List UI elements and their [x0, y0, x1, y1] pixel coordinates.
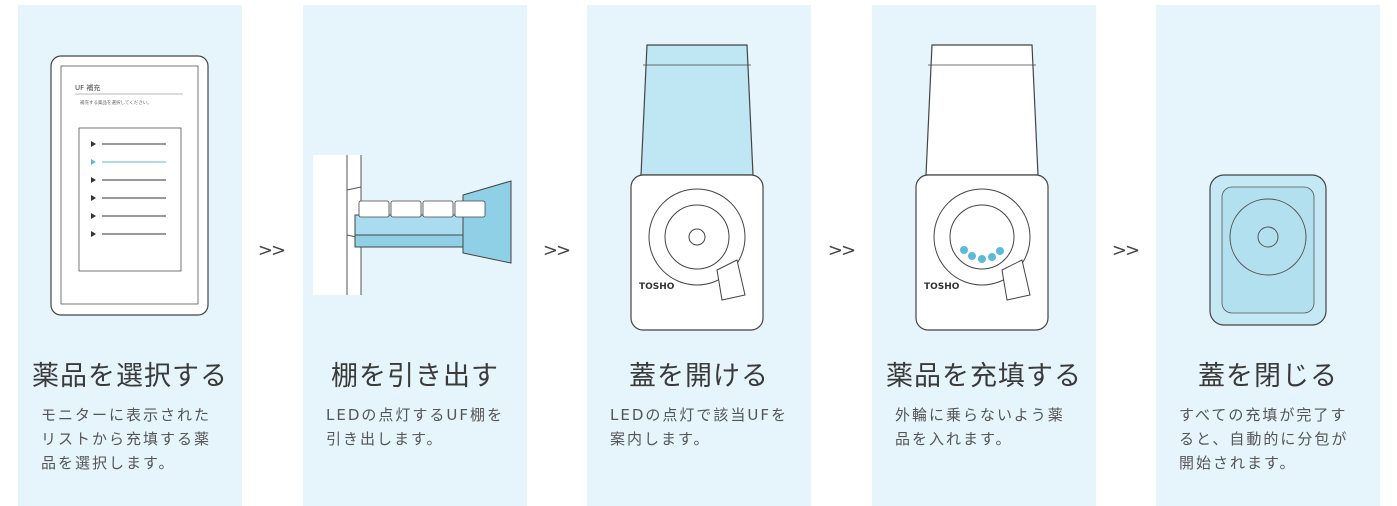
- step-2-desc: LEDの点灯するUF棚を引き出します。: [326, 406, 504, 448]
- step-4-panel: TOSHO 薬品を充填する 外輪に乗らないよう薬品を入れます。: [872, 5, 1096, 506]
- medicine-tablets: [960, 246, 1004, 263]
- arrow-2: >>: [542, 240, 571, 261]
- screen-title: UF 補充: [75, 83, 100, 92]
- arrow-4: >>: [1111, 240, 1140, 261]
- device-logo: TOSHO: [639, 282, 675, 292]
- shelf-drawer-illustration: [313, 155, 512, 295]
- step-5-desc: すべての充填が完了すると、自動的に分包が開始されます。: [1179, 406, 1349, 472]
- step-5-title: 蓋を閉じる: [1198, 361, 1338, 392]
- step-3-title: 蓋を開ける: [629, 361, 769, 392]
- arrow-3: >>: [827, 240, 856, 261]
- tablet-illustration: UF 補充 補充する薬品を選択してください。: [50, 55, 209, 316]
- unit-filling-illustration: TOSHO: [915, 44, 1049, 331]
- screen-subtitle: 補充する薬品を選択してください。: [80, 99, 152, 106]
- step-2-panel: 棚を引き出す LEDの点灯するUF棚を引き出します。: [303, 5, 527, 506]
- device-logo: TOSHO: [924, 282, 960, 292]
- step-3-desc: LEDの点灯で該当UFを案内します。: [610, 406, 788, 448]
- medicine-list: [91, 141, 166, 237]
- unit-closed-lid-illustration: [1209, 174, 1327, 326]
- arrow-1: >>: [257, 240, 286, 261]
- step-1-title: 薬品を選択する: [32, 361, 228, 392]
- step-4-desc: 外輪に乗らないよう薬品を入れます。: [895, 406, 1065, 448]
- step-1-desc: モニターに表示されたリストから充填する薬品を選択します。: [41, 406, 212, 472]
- step-3-panel: TOSHO 蓋を開ける LEDの点灯で該当UFを案内します。: [587, 5, 811, 506]
- unit-open-lid-illustration: TOSHO: [630, 44, 764, 331]
- step-4-title: 薬品を充填する: [886, 361, 1082, 392]
- step-5-panel: 蓋を閉じる すべての充填が完了すると、自動的に分包が開始されます。: [1156, 5, 1380, 506]
- step-1-panel: UF 補充 補充する薬品を選択してください。 薬品を選択する モニターに表示され…: [18, 5, 242, 506]
- step-2-title: 棚を引き出す: [331, 361, 499, 392]
